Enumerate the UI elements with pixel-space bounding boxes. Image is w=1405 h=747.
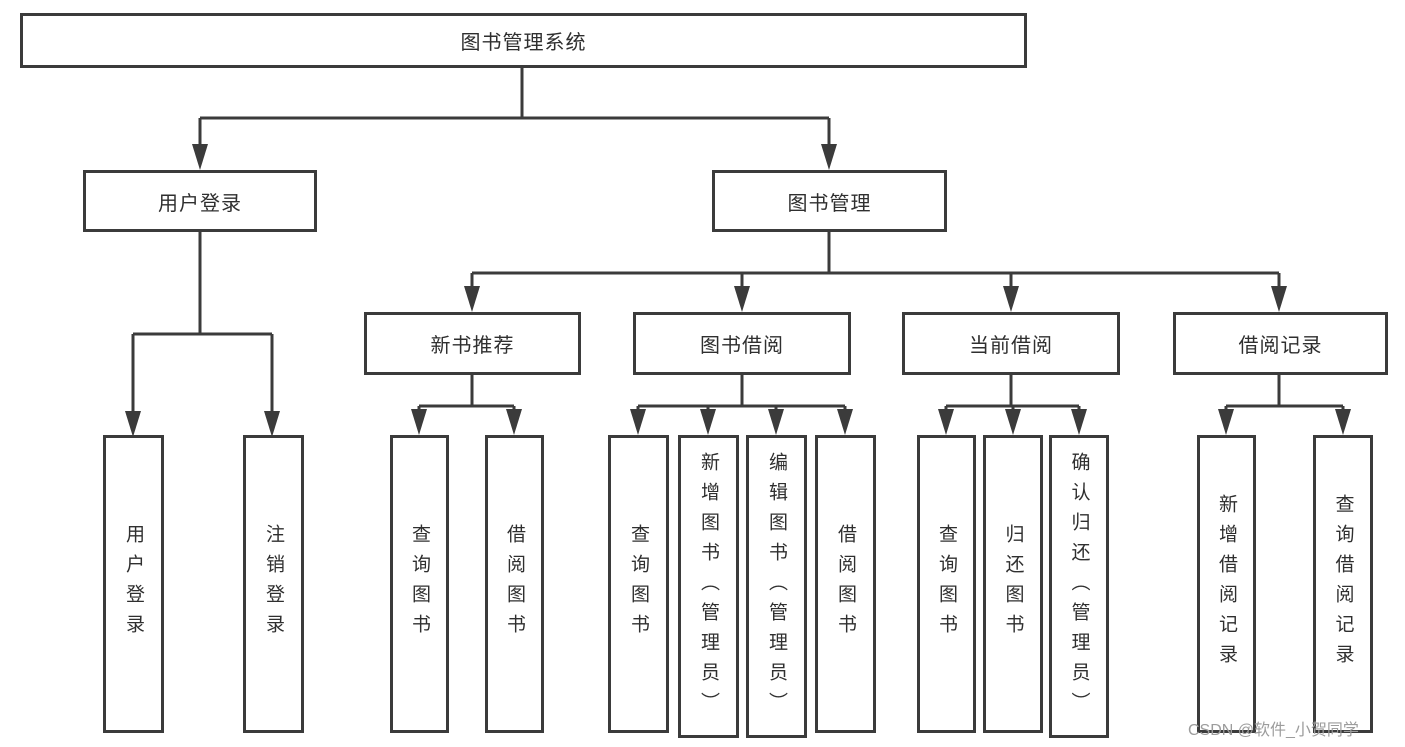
leaf-records-add: 新增借阅记录 [1197,435,1256,733]
node-label: 查询借阅记录 [1332,494,1354,674]
node-label: 借阅图书 [835,524,856,644]
leaf-login: 用户登录 [103,435,164,733]
node-label: 新增借阅记录 [1216,494,1237,674]
leaf-current-return-books: 归还图书 [983,435,1043,733]
node-label: 查询图书 [409,524,430,644]
leaf-recommend-borrow-books: 借阅图书 [485,435,544,733]
node-label: 图书管理系统 [460,32,587,54]
node-label: 用户登录 [123,524,144,644]
node-label: 新书推荐 [430,335,515,357]
node-label: 查询图书 [628,524,649,644]
node-label: 注销登录 [263,524,284,644]
node-borrow-records: 借阅记录 [1173,312,1388,375]
node-label: 用户登录 [158,192,242,215]
arrowhead-icons [125,144,1351,437]
node-label: 图书借阅 [700,335,784,357]
leaf-logout: 注销登录 [243,435,304,733]
leaf-borrow-edit-books-admin: 编辑图书（管理员） [746,435,807,738]
node-current-borrow: 当前借阅 [902,312,1120,375]
leaf-borrow-query-books: 查询图书 [608,435,669,733]
node-label: 归还图书 [1002,524,1024,644]
node-user-login: 用户登录 [83,170,317,232]
leaf-borrow-borrow-books: 借阅图书 [815,435,876,733]
leaf-current-query-books: 查询图书 [917,435,976,733]
node-label: 图书管理 [787,192,872,215]
node-label: 确认归还（管理员） [1068,451,1090,722]
node-book-management: 图书管理 [712,170,947,232]
node-label: 编辑图书（管理员） [766,451,787,722]
node-label: 借阅记录 [1238,335,1323,357]
leaf-records-query: 查询借阅记录 [1313,435,1373,733]
node-label: 查询图书 [936,524,957,644]
node-new-book-recommend: 新书推荐 [364,312,581,375]
node-book-borrow: 图书借阅 [633,312,851,375]
node-root: 图书管理系统 [20,13,1027,68]
watermark: CSDN @软件_小贺同学 [1188,722,1359,739]
leaf-recommend-query-books: 查询图书 [390,435,449,733]
node-label: 新增图书（管理员） [698,451,719,722]
node-label: 当前借阅 [969,335,1053,357]
leaf-borrow-add-books-admin: 新增图书（管理员） [678,435,739,738]
leaf-current-confirm-return-admin: 确认归还（管理员） [1049,435,1109,738]
node-label: 借阅图书 [504,524,525,644]
